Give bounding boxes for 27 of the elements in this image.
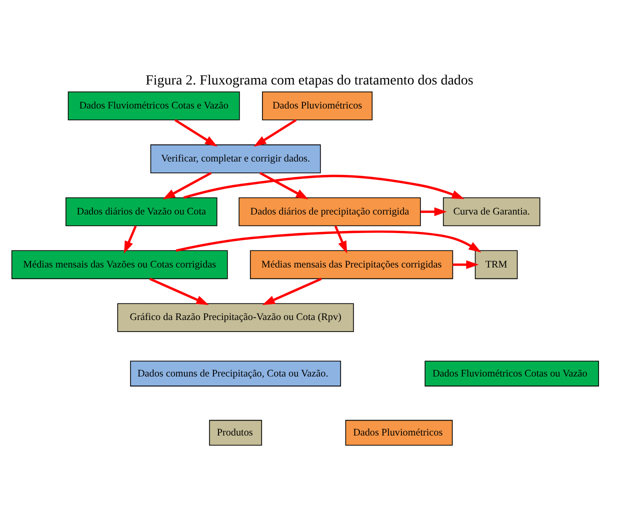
node-box: Dados diários de Vazão ou Cota — [66, 196, 218, 226]
node-box: Curva de Garantia. — [442, 196, 540, 226]
node-box: TRM — [474, 250, 518, 279]
arrow — [176, 230, 482, 252]
node-box: Dados diários de precipitação corrigida — [238, 196, 421, 226]
legend-label: Dados comuns de Precipitação, Cota ou Vazão. — [138, 368, 328, 379]
arrow — [334, 225, 348, 254]
legend-label: Dados Pluviométricos — [353, 426, 443, 438]
arrow — [420, 206, 447, 216]
legend-label: Produtos — [216, 426, 253, 438]
arrow — [262, 277, 322, 304]
node-box: Médias mensais das Precipitações corrigidas — [250, 250, 454, 279]
arrow — [452, 260, 479, 269]
diagram-title: Figura 2. Fluxograma com etapas do tratamento dos dados — [146, 72, 474, 88]
node-box: Gráfico da Razão Precipitação-Vazão ou Cota (Rpv) — [117, 302, 354, 332]
node-box: Verificar, completar e corrigir dados. — [150, 144, 321, 173]
node-box: Dados Fluviométricos Cotas e Vazão — [68, 91, 240, 120]
arrow — [124, 225, 137, 254]
arrow — [254, 118, 297, 146]
node-box: Médias mensais das Vazões ou Cotas corrigidas — [11, 250, 228, 279]
arrow — [260, 171, 308, 199]
arrow — [149, 277, 209, 304]
node-box: Dados Pluviométricos — [262, 91, 373, 120]
arrow — [162, 171, 212, 199]
legend-label: Dados Fluviométricos Cotas ou Vazão — [432, 368, 588, 379]
arrow — [174, 118, 218, 146]
arrow — [183, 174, 464, 198]
